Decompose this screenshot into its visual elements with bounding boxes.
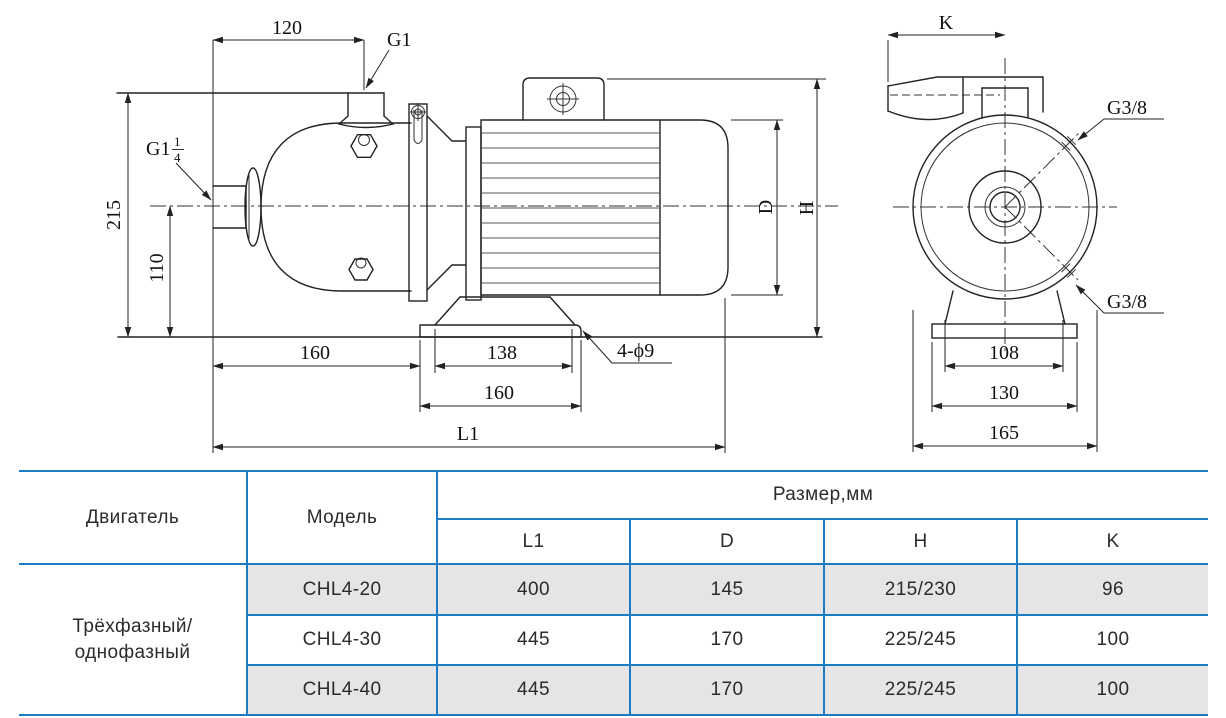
port-label-g1: G1	[387, 29, 411, 51]
g38-plug-marks	[1061, 135, 1077, 279]
dim-label-160-left: 160	[300, 342, 330, 364]
motor	[480, 119, 729, 296]
fraction-numerator: 1	[174, 134, 181, 149]
dim-label-d: D	[755, 200, 777, 214]
cell-h: 225/245	[823, 664, 1018, 716]
table-row: Трёхфазный/ однофазный CHL4-20 400 145 2…	[19, 563, 1208, 716]
leader-lines-end	[1075, 118, 1164, 314]
header-model: Модель	[246, 470, 438, 565]
cell-k: 96	[1016, 563, 1208, 616]
dim-label-110: 110	[146, 253, 168, 282]
pump-side-view: 120 G1 G1 1 4 215 110 160 138 160 L1 4-ϕ…	[103, 17, 838, 453]
pump-end-view: K G3/8 G3/8 108 130 165	[887, 12, 1164, 452]
engine-type-line1: Трёхфазный/	[72, 615, 193, 637]
dim-label-138: 138	[487, 342, 517, 364]
header-col-d: D	[629, 518, 825, 565]
dim-label-108: 108	[989, 342, 1019, 364]
cell-model: CHL4-30	[247, 614, 438, 666]
cell-d: 170	[629, 664, 825, 716]
holes-label-4-phi-9: 4-ϕ9	[617, 340, 654, 362]
port-label-g1-1-4: G1 1 4	[146, 134, 184, 165]
pump-head	[260, 122, 412, 292]
dimensions-table: Двигатель Модель Размер,мм L1 D H K Трёх…	[19, 470, 1208, 716]
terminal-box	[522, 77, 605, 121]
port-label-g38-bottom: G3/8	[1107, 291, 1147, 313]
dimension-lines-end	[887, 31, 1098, 450]
extension-lines-side	[212, 40, 826, 453]
clamp-band	[408, 103, 428, 302]
discharge-port	[116, 92, 395, 129]
end-base-foot	[931, 290, 1078, 339]
leader-lines-side	[175, 49, 672, 364]
dim-label-165: 165	[989, 422, 1019, 444]
dim-label-130: 130	[989, 382, 1019, 404]
motor-adapter	[426, 115, 482, 301]
port-label-g38-top: G3/8	[1107, 97, 1147, 119]
fraction-denominator: 4	[174, 150, 181, 165]
base-foot	[419, 296, 582, 338]
header-size-group: Размер,мм	[436, 470, 1208, 520]
drain-plug	[348, 257, 374, 281]
cell-d: 145	[629, 563, 825, 616]
cell-k: 100	[1016, 614, 1208, 666]
dim-label-h: H	[796, 201, 818, 215]
top-port-assembly	[887, 76, 1044, 121]
suction-port	[212, 167, 262, 247]
dim-label-215: 215	[103, 200, 125, 230]
header-col-k: K	[1016, 518, 1208, 565]
vent-plug	[350, 134, 378, 158]
cell-l1: 445	[436, 664, 631, 716]
table-row: CHL4-40 445 170 225/245 100	[19, 664, 1208, 716]
cell-engine-type: Трёхфазный/ однофазный	[19, 563, 248, 716]
cell-d: 170	[629, 614, 825, 666]
svg-text:G1: G1	[146, 138, 170, 160]
pump-casing-circles	[912, 114, 1098, 300]
dim-label-160-base: 160	[484, 382, 514, 404]
motor-fins	[482, 132, 660, 284]
cell-h: 215/230	[823, 563, 1018, 616]
dim-label-k: K	[939, 12, 954, 34]
header-col-l1: L1	[437, 518, 631, 565]
cell-k: 100	[1016, 664, 1208, 716]
cell-model: CHL4-20	[246, 563, 438, 616]
header-engine: Двигатель	[19, 470, 248, 565]
cell-l1: 400	[436, 563, 631, 616]
cell-l1: 445	[436, 614, 631, 666]
dimension-lines-side	[124, 36, 821, 451]
dim-label-120: 120	[272, 17, 302, 39]
pump-technical-drawing: 120 G1 G1 1 4 215 110 160 138 160 L1 4-ϕ…	[103, 12, 1164, 453]
dim-label-l1: L1	[457, 423, 479, 445]
engine-type-line2: однофазный	[74, 641, 191, 663]
cell-model: CHL4-40	[247, 664, 438, 716]
header-col-h: H	[823, 518, 1018, 565]
extension-lines-end	[887, 40, 1098, 452]
cell-h: 225/245	[823, 614, 1018, 666]
table-row: CHL4-30 445 170 225/245 100	[19, 614, 1208, 666]
